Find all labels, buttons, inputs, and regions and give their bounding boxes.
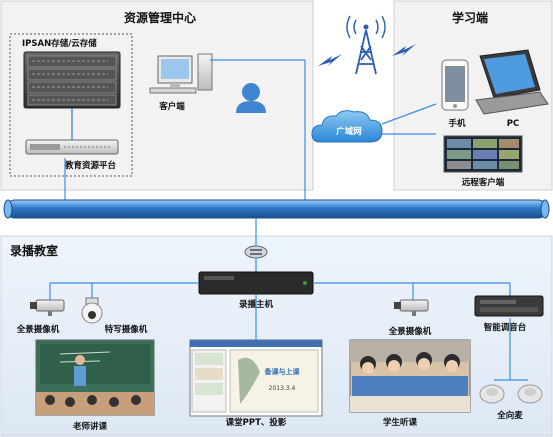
slides-photo <box>189 339 323 417</box>
panoramic-camera-left-label: 全景摄像机 <box>16 324 60 335</box>
user-icon <box>236 83 266 113</box>
server-icon <box>25 139 119 155</box>
microphone-icon <box>479 384 505 404</box>
mic-label: 全向麦 <box>496 410 523 421</box>
network-switch-icon <box>244 245 268 259</box>
students-photo <box>349 339 471 413</box>
lightning-icon <box>318 44 416 66</box>
microphone-icon <box>517 384 543 404</box>
teacher-label: 老师讲课 <box>72 421 108 432</box>
smartphone-icon <box>441 59 469 111</box>
panoramic-camera-right-label: 全景摄像机 <box>388 326 432 337</box>
classroom-title: 录播教室 <box>10 243 58 258</box>
laptop-icon <box>475 49 549 115</box>
mixer-icon <box>474 295 544 317</box>
closeup-camera-label: 特写摄像机 <box>105 324 148 335</box>
dome-camera-icon <box>81 297 103 324</box>
radio-tower-icon <box>346 15 386 75</box>
phone-label: 手机 <box>448 118 466 129</box>
pc-label: PC <box>507 119 519 129</box>
recorder-icon <box>198 271 314 295</box>
client-label: 客户端 <box>158 101 185 112</box>
mixer-label: 智能调音台 <box>483 322 527 333</box>
storage-group-box <box>9 33 133 177</box>
monitor-icon <box>443 135 523 173</box>
network-backbone <box>3 199 550 219</box>
remote-client-label: 远程客户端 <box>462 177 505 188</box>
teacher-photo <box>35 339 155 416</box>
storage-label: IPSAN存储/云存储 <box>22 38 97 49</box>
camera-icon <box>30 299 65 316</box>
slides-label: 课堂PPT、投影 <box>226 417 287 428</box>
slide-date: 2013.3.4 <box>269 385 296 392</box>
cloud-icon <box>311 110 383 143</box>
students-label: 学生听课 <box>383 417 418 428</box>
storage-array-icon <box>23 51 121 109</box>
learning-end-title: 学习端 <box>452 10 488 25</box>
platform-label: 教育资源平台 <box>64 160 117 171</box>
slide-title: 备课与上课 <box>264 367 301 376</box>
wan-label: 广域网 <box>336 126 362 137</box>
resource-center-title: 资源管理中心 <box>124 10 196 25</box>
desktop-computer-icon <box>149 53 213 94</box>
camera-icon <box>394 299 429 316</box>
